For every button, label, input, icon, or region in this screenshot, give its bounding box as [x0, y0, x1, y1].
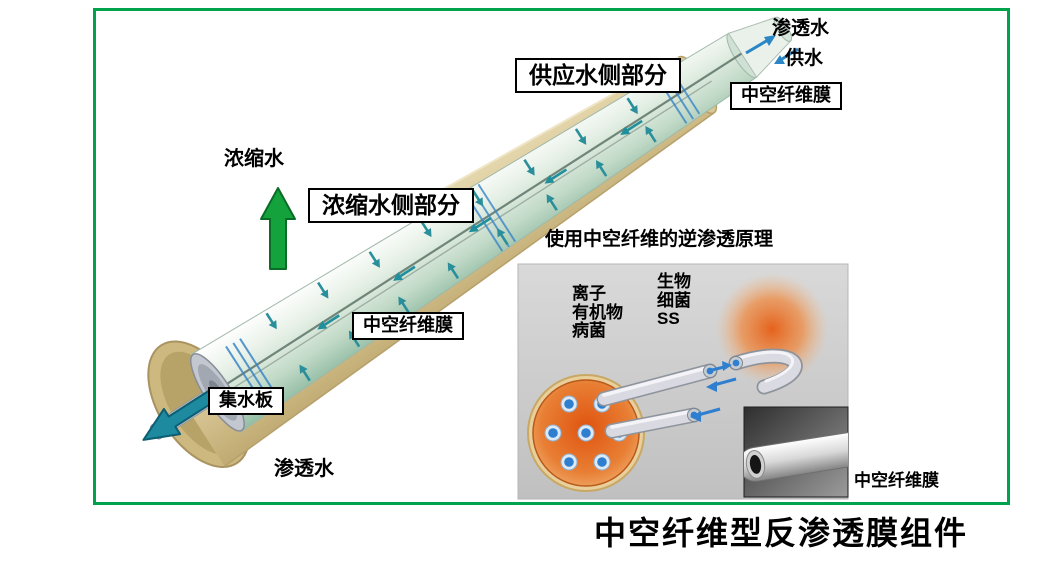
label-feed-side-section: 供应水侧部分	[515, 58, 681, 94]
inset-label-biological: 生物	[657, 272, 691, 291]
label-hollow-fiber-membrane-top: 中空纤维膜	[730, 82, 842, 110]
label-hollow-fiber-membrane-mid: 中空纤维膜	[352, 312, 464, 340]
concentrate-arrow	[260, 187, 296, 270]
inset-panel	[517, 263, 849, 500]
label-permeate-water-bottom: 渗透水	[274, 458, 334, 480]
membrane-photo	[743, 406, 849, 498]
diagram-art	[142, 16, 849, 500]
tip-flow-arrows	[745, 35, 799, 64]
fiber-bundle-cross-section	[527, 374, 645, 492]
inset-label-ss: SS	[657, 309, 680, 329]
inset-label-rejected-right: 生物 细菌 SS	[657, 272, 691, 329]
diagram-frame: 渗透水 供水 中空纤维膜 供应水侧部分 浓缩水 浓缩水侧部分 中空纤维膜 集水板…	[93, 8, 1010, 505]
inset-label-rejected-left: 离子 有机物 病菌	[572, 284, 623, 341]
label-concentrate-side-section: 浓缩水侧部分	[308, 188, 474, 224]
label-concentrate-water: 浓缩水	[224, 148, 284, 170]
label-feed-water: 供水	[785, 48, 824, 69]
inset-flow-arrows	[690, 361, 737, 422]
label-hollow-fiber-membrane-photo: 中空纤维膜	[854, 471, 939, 490]
hollow-fibers	[596, 348, 803, 439]
inset-title: 使用中空纤维的逆渗透原理	[545, 229, 774, 250]
module-body	[142, 16, 793, 468]
diagram-caption: 中空纤维型反渗透膜组件	[594, 515, 969, 551]
label-permeate-water-top: 渗透水	[772, 18, 830, 39]
label-collector-plate: 集水板	[208, 387, 284, 415]
inset-label-organics: 有机物	[572, 302, 623, 322]
inset-label-ions: 离子	[572, 284, 606, 303]
inset-label-bacteria: 细菌	[657, 290, 691, 310]
inset-label-germs: 病菌	[572, 321, 606, 341]
